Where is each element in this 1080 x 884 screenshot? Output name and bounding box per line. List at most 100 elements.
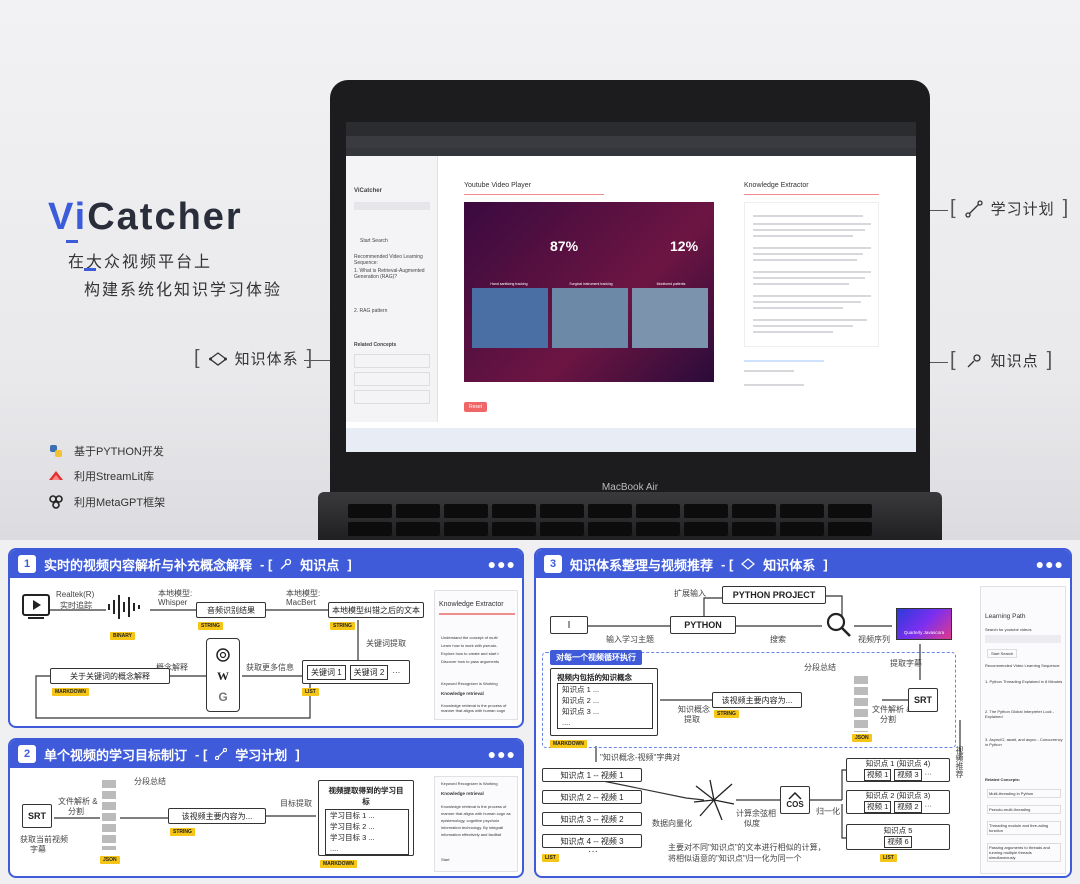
dict-label: "知识概念-视频"字典对 (600, 753, 681, 762)
segment-stack (102, 780, 116, 850)
app-search-input[interactable] (354, 202, 430, 210)
app-sidebar-title: ViCatcher (354, 188, 382, 194)
app-related-item[interactable] (354, 372, 430, 386)
k-line (753, 215, 863, 217)
k-line (753, 253, 863, 255)
panel2-header: 2 单个视频的学习目标制订 - [ 学习计划 ] (10, 740, 522, 768)
shot-item: Learn how to work with pseudo- (441, 643, 498, 648)
shot-title: Learning Path (985, 613, 1026, 620)
k-line (753, 307, 843, 309)
knowledge-expander[interactable] (744, 202, 879, 347)
panel2-number: 2 (18, 745, 36, 763)
panel3-header: 3 知识体系整理与视频推荐 - [ 知识体系 ] (536, 550, 1070, 578)
video-panel-image (552, 288, 628, 348)
video-panel-image (632, 288, 708, 348)
macbert-label: 本地模型: (286, 589, 321, 598)
shot-item[interactable]: Threading module and thre-ading function (987, 821, 1061, 835)
video-player[interactable]: 87% 12% Hand sanitizing tracking Surgica… (464, 202, 714, 382)
app-related-item[interactable] (354, 390, 430, 404)
k-line (753, 295, 871, 297)
video-player-icon (22, 594, 50, 619)
search-label: 搜索 (770, 635, 786, 644)
video-panel-caption: Monitored patients (656, 282, 686, 286)
file-parse-label2: 分割 (880, 715, 896, 724)
pair-item: 知识点 1 -- 视频 1 (542, 768, 642, 782)
pin-icon (280, 558, 292, 570)
string-tag: STRING (714, 710, 739, 718)
panel2-menu-icon[interactable]: ●●● (487, 746, 516, 762)
cos-calc-label: 计算余弦相 (736, 809, 776, 818)
feature-streamlit: 利用StreamLit库 (48, 468, 154, 484)
panel2-tag: 学习计划 (235, 747, 288, 763)
shot-sub: Keyword Recognizer is Working (441, 681, 498, 686)
topic-input[interactable]: I (550, 616, 588, 634)
shot-item: Recommended Video Learning Sequence: (985, 663, 1061, 668)
panel3-tag: 知识体系 (763, 557, 816, 573)
srt-file-icon: SRT (22, 804, 52, 828)
group-box: 知识点 5 视频 6 (846, 824, 950, 850)
k-line (753, 319, 867, 321)
tagline-line1: 在大众视频平台上 (68, 254, 213, 271)
shot-start[interactable]: Start (441, 857, 450, 862)
group-video: 视频 3 (894, 769, 922, 781)
brand-accent (66, 240, 78, 243)
target-extract-label: 目标提取 (280, 799, 312, 808)
chatgpt-icon (216, 647, 230, 662)
search-icon (826, 612, 851, 637)
k-line (753, 325, 853, 327)
k-line (753, 301, 861, 303)
keyboard (348, 504, 912, 540)
panel2-title: 单个视频的学习目标制订 (44, 747, 188, 763)
google-icon: G (218, 689, 228, 704)
panel3-number: 3 (544, 555, 562, 573)
pair-item: 知识点 2 -- 视频 1 (542, 790, 642, 804)
pairs-more: ··· (588, 846, 598, 857)
goal-item: 学习目标 3 ... (330, 833, 375, 842)
app-seq-item1[interactable]: 1. What is Retrieval-Augmented Generatio… (354, 268, 425, 280)
json-tag: JSON (100, 856, 120, 864)
list-tag: LIST (542, 854, 559, 862)
concept-extract-label: 知识概念 (678, 705, 710, 714)
shot-start-search[interactable]: Start Search (987, 649, 1018, 658)
shot-item[interactable]: Multi-threading in Python (987, 789, 1061, 798)
source-label2: 实时追踪 (60, 601, 92, 610)
group-video: 视频 2 (894, 801, 922, 813)
app-seq-title: Recommended Video Learning Sequence: (354, 254, 423, 266)
app-seq-item2[interactable]: 2. RAG pattern (354, 308, 388, 314)
os-taskbar (346, 428, 916, 452)
shot-item[interactable]: Pseudo-multi-threading (987, 805, 1061, 814)
group-title: 知识点 5 (883, 826, 913, 835)
browser-bookmarks (346, 148, 916, 156)
panel3-menu-icon[interactable]: ●●● (1035, 556, 1064, 572)
browser-addressbar[interactable] (346, 136, 916, 148)
video-seq-label: 视频序列 (858, 635, 890, 644)
segment-summary-label: 分段总结 (804, 663, 836, 672)
string-tag: STRING (330, 622, 355, 630)
keyword-more: ··· (392, 667, 401, 677)
contained-list: 知识点 1 ... 知识点 2 ... 知识点 3 ... .... (557, 683, 653, 729)
feature-metagpt: 利用MetaGPT框架 (48, 494, 165, 510)
goal-item: .... (330, 844, 339, 853)
app-related-item[interactable] (354, 354, 430, 368)
k-line (753, 259, 857, 261)
route-icon (964, 199, 983, 218)
callout-knowledge-system: [ 知识体系 ] (194, 347, 314, 369)
asr-result-box: 音频识别结果 (196, 602, 266, 618)
reset-button[interactable]: Reset (464, 402, 488, 412)
k-line (753, 235, 853, 237)
app-related-title: Related Concepts (354, 342, 397, 348)
whisper-label2: Whisper (158, 598, 188, 607)
panel1-menu-icon[interactable]: ●●● (487, 556, 516, 572)
shot-item[interactable]: Passing arguments to threads and running… (987, 843, 1061, 862)
shot-item: Knowledge retrieval is the process of ma… (441, 804, 511, 837)
k-line (744, 370, 794, 372)
keyword-extract-label: 关键词提取 (366, 639, 406, 648)
app-start-search[interactable]: Start Search (360, 238, 388, 244)
goal-title: 视频提取得到的学习目标 (328, 786, 404, 806)
hero-section: ViCatcher 在大众视频平台上 构建系统化知识学习体验 基于PYTHON开… (0, 0, 1080, 540)
wikipedia-icon: W (217, 668, 229, 683)
python-icon (50, 445, 62, 457)
triangle-icon (788, 791, 802, 800)
group-video: 视频 6 (884, 836, 912, 848)
metagpt-icon (49, 495, 63, 509)
